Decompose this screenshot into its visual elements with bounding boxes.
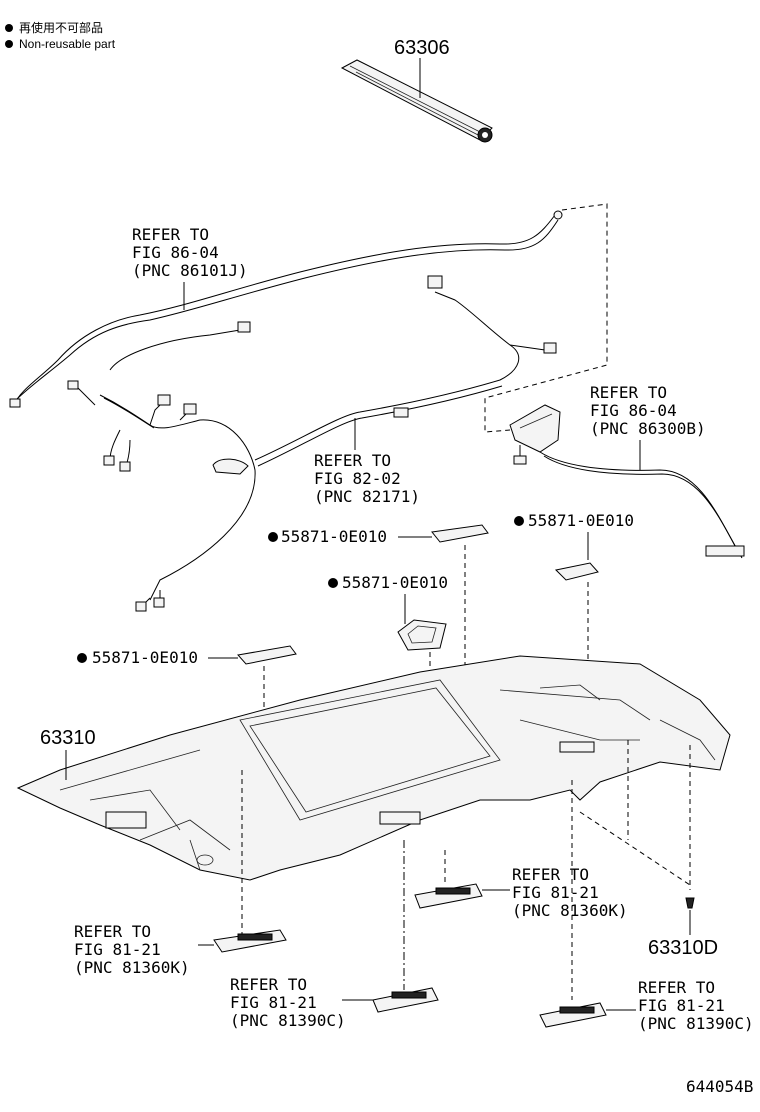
- clip-callout-c: 55871-0E010: [328, 573, 448, 651]
- part-number-63306: 63306: [394, 37, 450, 59]
- svg-text:55871-0E010: 55871-0E010: [281, 527, 387, 546]
- ref-81390C-center: REFER TO FIG 81-21 (PNC 81390C): [230, 975, 346, 1030]
- svg-text:(PNC 81390C): (PNC 81390C): [638, 1014, 754, 1033]
- svg-text:REFER TO: REFER TO: [314, 451, 391, 470]
- part-63306-rod: [340, 58, 493, 143]
- lamp-81360K-center: [414, 883, 510, 909]
- part-number-63310: 63310: [40, 727, 96, 749]
- svg-text:FIG 81-21: FIG 81-21: [512, 883, 599, 902]
- svg-text:FIG 82-02: FIG 82-02: [314, 469, 401, 488]
- rear-harness: [509, 404, 745, 559]
- svg-text:(PNC 81390C): (PNC 81390C): [230, 1011, 346, 1030]
- clip-callout-b: 55871-0E010: [514, 511, 634, 581]
- svg-text:55871-0E010: 55871-0E010: [342, 573, 448, 592]
- ref-81360K-left: REFER TO FIG 81-21 (PNC 81360K): [74, 922, 190, 977]
- non-reusable-dot-icon: [5, 24, 13, 32]
- ref-81390C-right: REFER TO FIG 81-21 (PNC 81390C): [638, 978, 754, 1033]
- legend: 再使用不可部品 Non-reusable part: [5, 20, 116, 51]
- legend-en: Non-reusable part: [19, 37, 116, 51]
- svg-text:REFER TO: REFER TO: [74, 922, 151, 941]
- svg-text:FIG 81-21: FIG 81-21: [638, 996, 725, 1015]
- legend-cn: 再使用不可部品: [19, 20, 103, 35]
- roof-wire-harness: [9, 210, 563, 612]
- clip-callout-a: 55871-0E010: [268, 524, 489, 546]
- svg-text:(PNC 82171): (PNC 82171): [314, 487, 420, 506]
- figure-id: 644054B: [686, 1077, 753, 1096]
- part-number-63310D: 63310D: [648, 937, 718, 959]
- lamp-81360K-left: [198, 929, 287, 953]
- svg-text:REFER TO: REFER TO: [230, 975, 307, 994]
- ref-82171: REFER TO FIG 82-02 (PNC 82171): [314, 418, 420, 506]
- svg-text:REFER TO: REFER TO: [590, 383, 667, 402]
- ref-86300B: REFER TO FIG 86-04 (PNC 86300B): [590, 383, 706, 470]
- clip-callout-d: 55871-0E010: [77, 645, 297, 667]
- lamp-81390C-center: [342, 987, 439, 1013]
- svg-text:FIG 86-04: FIG 86-04: [132, 243, 219, 262]
- svg-text:55871-0E010: 55871-0E010: [528, 511, 634, 530]
- svg-text:55871-0E010: 55871-0E010: [92, 648, 198, 667]
- svg-text:REFER TO: REFER TO: [512, 865, 589, 884]
- svg-text:REFER TO: REFER TO: [132, 225, 209, 244]
- svg-text:(PNC 81360K): (PNC 81360K): [512, 901, 628, 920]
- ref-86101J: REFER TO FIG 86-04 (PNC 86101J): [132, 225, 248, 310]
- svg-text:FIG 81-21: FIG 81-21: [230, 993, 317, 1012]
- ref-81360K-center: REFER TO FIG 81-21 (PNC 81360K): [512, 865, 628, 920]
- svg-text:FIG 81-21: FIG 81-21: [74, 940, 161, 959]
- svg-text:(PNC 86101J): (PNC 86101J): [132, 261, 248, 280]
- headliner-63310: [16, 655, 731, 881]
- part-63310D: [685, 897, 695, 935]
- svg-text:(PNC 86300B): (PNC 86300B): [590, 419, 706, 438]
- lamp-81390C-right: [539, 1002, 636, 1028]
- svg-text:FIG 86-04: FIG 86-04: [590, 401, 677, 420]
- svg-text:REFER TO: REFER TO: [638, 978, 715, 997]
- non-reusable-dot-icon: [5, 40, 13, 48]
- svg-text:(PNC 81360K): (PNC 81360K): [74, 958, 190, 977]
